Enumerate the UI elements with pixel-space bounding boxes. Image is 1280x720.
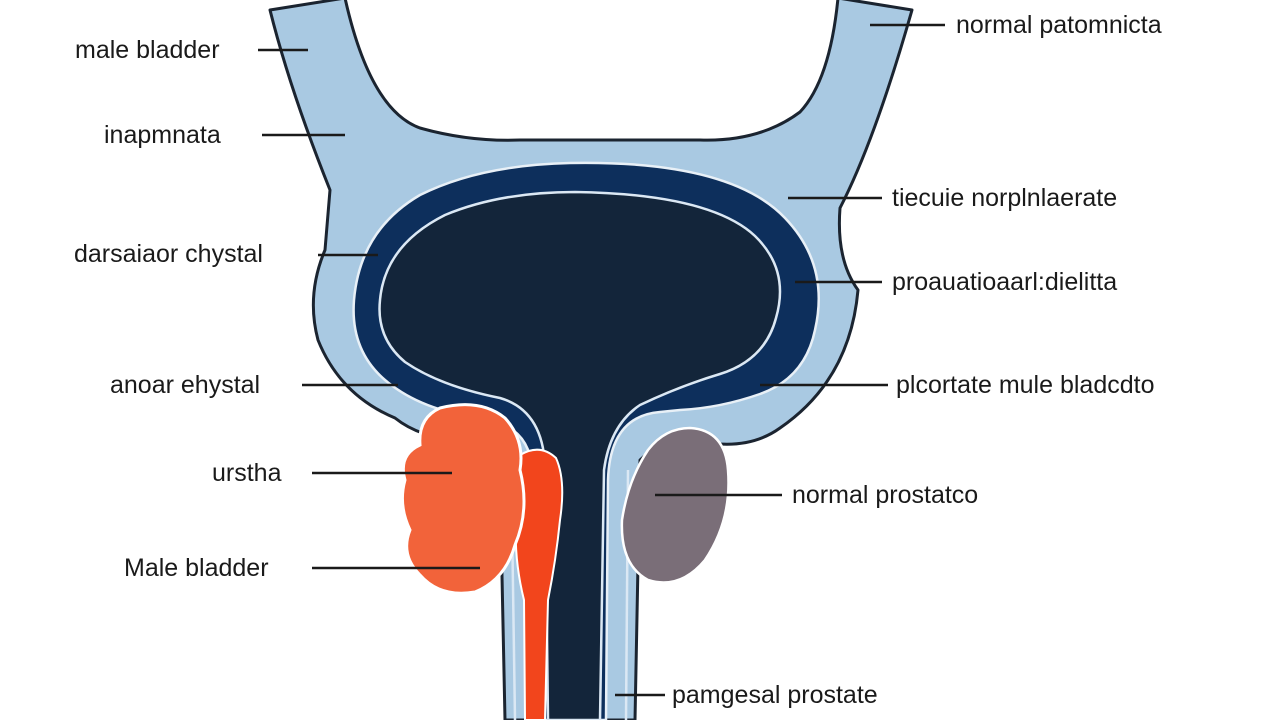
leader-lines-left [258, 48, 480, 570]
label-right-2: tiecuie norplnlaerate [892, 184, 1118, 212]
label-right-1: normal patomnicta [956, 11, 1162, 39]
label-right-4: plcortate mule bladcdto [896, 371, 1155, 399]
label-right-6: pamgesal prostate [672, 681, 878, 709]
bladder-lumen [378, 190, 782, 720]
label-left-4: anoar ehystal [110, 371, 261, 399]
label-right-3: proauatioaarl:dielitta [892, 268, 1118, 296]
prostate-left-lobe [400, 403, 526, 595]
label-left-5: urstha [212, 459, 282, 487]
leader-lines-right [615, 23, 945, 697]
label-left-3: darsaiaor chystal [74, 240, 263, 268]
label-left-1: male bladder [75, 36, 220, 64]
prostate-right-lobe [620, 426, 730, 584]
label-right-5: normal prostatco [792, 481, 979, 509]
label-left-2: inapmnata [104, 121, 221, 149]
label-left-6: Male bladder [124, 554, 269, 582]
